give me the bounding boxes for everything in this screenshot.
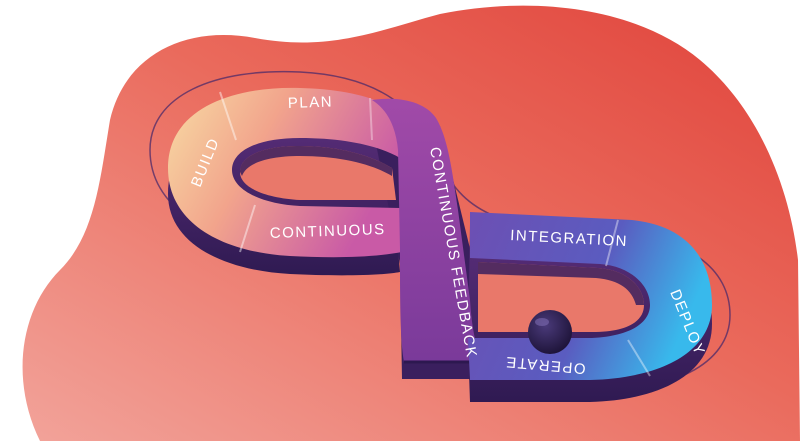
segment-label-continuous: CONTINUOUS xyxy=(270,221,386,242)
ball-highlight xyxy=(535,318,549,326)
left-loop-hole-shadow xyxy=(240,146,392,176)
segment-label-integration: INTEGRATION xyxy=(510,227,629,250)
right-loop-hole xyxy=(478,262,644,332)
rolling-ball xyxy=(528,310,572,354)
segment-label-plan: PLAN xyxy=(288,93,334,112)
right-loop-hole-shadow xyxy=(478,262,644,305)
left-loop xyxy=(168,87,402,258)
